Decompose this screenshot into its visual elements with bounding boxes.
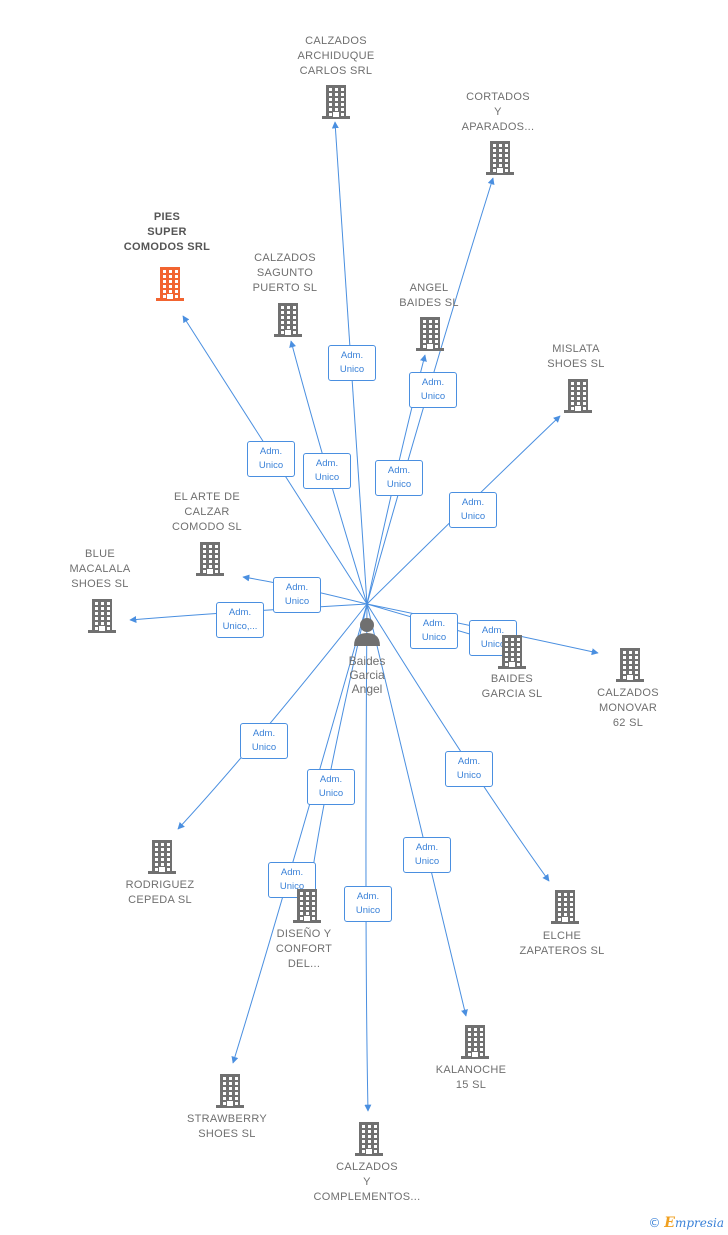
company-label-arte[interactable]: EL ARTE DE CALZAR COMODO SL — [172, 491, 242, 533]
edge-label-baidesgarcia[interactable]: Adm. Unico — [410, 613, 458, 649]
company-label-baidesgarcia[interactable]: BAIDES GARCIA SL — [481, 673, 543, 700]
company-label-diseno[interactable]: DISEÑO Y CONFORT DEL... — [275, 928, 333, 970]
company-label-complementos[interactable]: CALZADOS Y COMPLEMENTOS... — [313, 1161, 421, 1203]
building-icon-cortados[interactable] — [484, 139, 516, 175]
edge-label-rodriguez[interactable]: Adm. Unico — [240, 723, 288, 759]
edge-label-pies[interactable]: Adm. Unico — [247, 441, 295, 477]
edge-label-sagunto[interactable]: Adm. Unico — [303, 453, 351, 489]
company-label-cortados[interactable]: CORTADOS Y APARADOS... — [461, 91, 535, 133]
footer-brand[interactable]: © Empresia — [648, 1215, 724, 1231]
copyright-icon: © — [648, 1216, 661, 1230]
edge-label-kalanoche[interactable]: Adm. Unico — [403, 837, 451, 873]
edge-label-complementos[interactable]: Adm. Unico — [344, 886, 392, 922]
building-icon-sagunto[interactable] — [272, 301, 304, 337]
brand-name: mpresia — [674, 1216, 724, 1230]
company-label-mislata[interactable]: MISLATA SHOES SL — [547, 343, 605, 370]
company-label-monovar[interactable]: CALZADOS MONOVAR 62 SL — [597, 687, 659, 729]
edge-label-arte[interactable]: Adm. Unico — [273, 577, 321, 613]
building-icon-blue[interactable] — [86, 597, 118, 633]
edge-label-elche[interactable]: Adm. Unico — [445, 751, 493, 787]
edge-label-diseno[interactable]: Adm. Unico — [307, 769, 355, 805]
building-icon-mislata[interactable] — [562, 377, 594, 413]
building-icon-strawberry[interactable] — [214, 1072, 246, 1108]
building-icon-kalanoche[interactable] — [459, 1023, 491, 1059]
building-icon-baidesgarcia[interactable] — [496, 633, 528, 669]
edge-label-cortados[interactable]: Adm. Unico — [409, 372, 457, 408]
person-icon[interactable] — [352, 616, 382, 651]
building-icon-angel[interactable] — [414, 315, 446, 351]
edge-label-mislata[interactable]: Adm. Unico — [449, 492, 497, 528]
company-label-rodriguez[interactable]: RODRIGUEZ CEPEDA SL — [125, 879, 195, 906]
building-icon-arte[interactable] — [194, 540, 226, 576]
building-icon-elche[interactable] — [549, 888, 581, 924]
company-label-archiduque[interactable]: CALZADOS ARCHIDUQUE CARLOS SRL — [297, 35, 375, 77]
company-label-blue[interactable]: BLUE MACALALA SHOES SL — [69, 548, 131, 590]
company-label-angel[interactable]: ANGEL BAIDES SL — [399, 282, 459, 309]
edge-label-angel[interactable]: Adm. Unico — [375, 460, 423, 496]
brand-logo-initial: E — [664, 1215, 675, 1231]
building-icon-monovar[interactable] — [614, 646, 646, 682]
edge-label-archiduque[interactable]: Adm. Unico — [328, 345, 376, 381]
building-icon-archiduque[interactable] — [320, 83, 352, 119]
building-icon-diseno[interactable] — [291, 887, 323, 923]
building-icon-rodriguez[interactable] — [146, 838, 178, 874]
company-label-strawberry[interactable]: STRAWBERRY SHOES SL — [186, 1113, 267, 1140]
building-icon-pies[interactable] — [154, 265, 186, 301]
company-label-sagunto[interactable]: CALZADOS SAGUNTO PUERTO SL — [252, 252, 318, 294]
edge-label-blue[interactable]: Adm. Unico,... — [216, 602, 264, 638]
person-name[interactable]: Baides Garcia Angel — [348, 654, 386, 696]
building-icon-complementos[interactable] — [353, 1120, 385, 1156]
company-label-elche[interactable]: ELCHE ZAPATEROS SL — [519, 930, 605, 957]
company-label-pies[interactable]: PIES SUPER COMODOS SRL — [123, 211, 211, 253]
company-label-kalanoche[interactable]: KALANOCHE 15 SL — [435, 1064, 507, 1091]
